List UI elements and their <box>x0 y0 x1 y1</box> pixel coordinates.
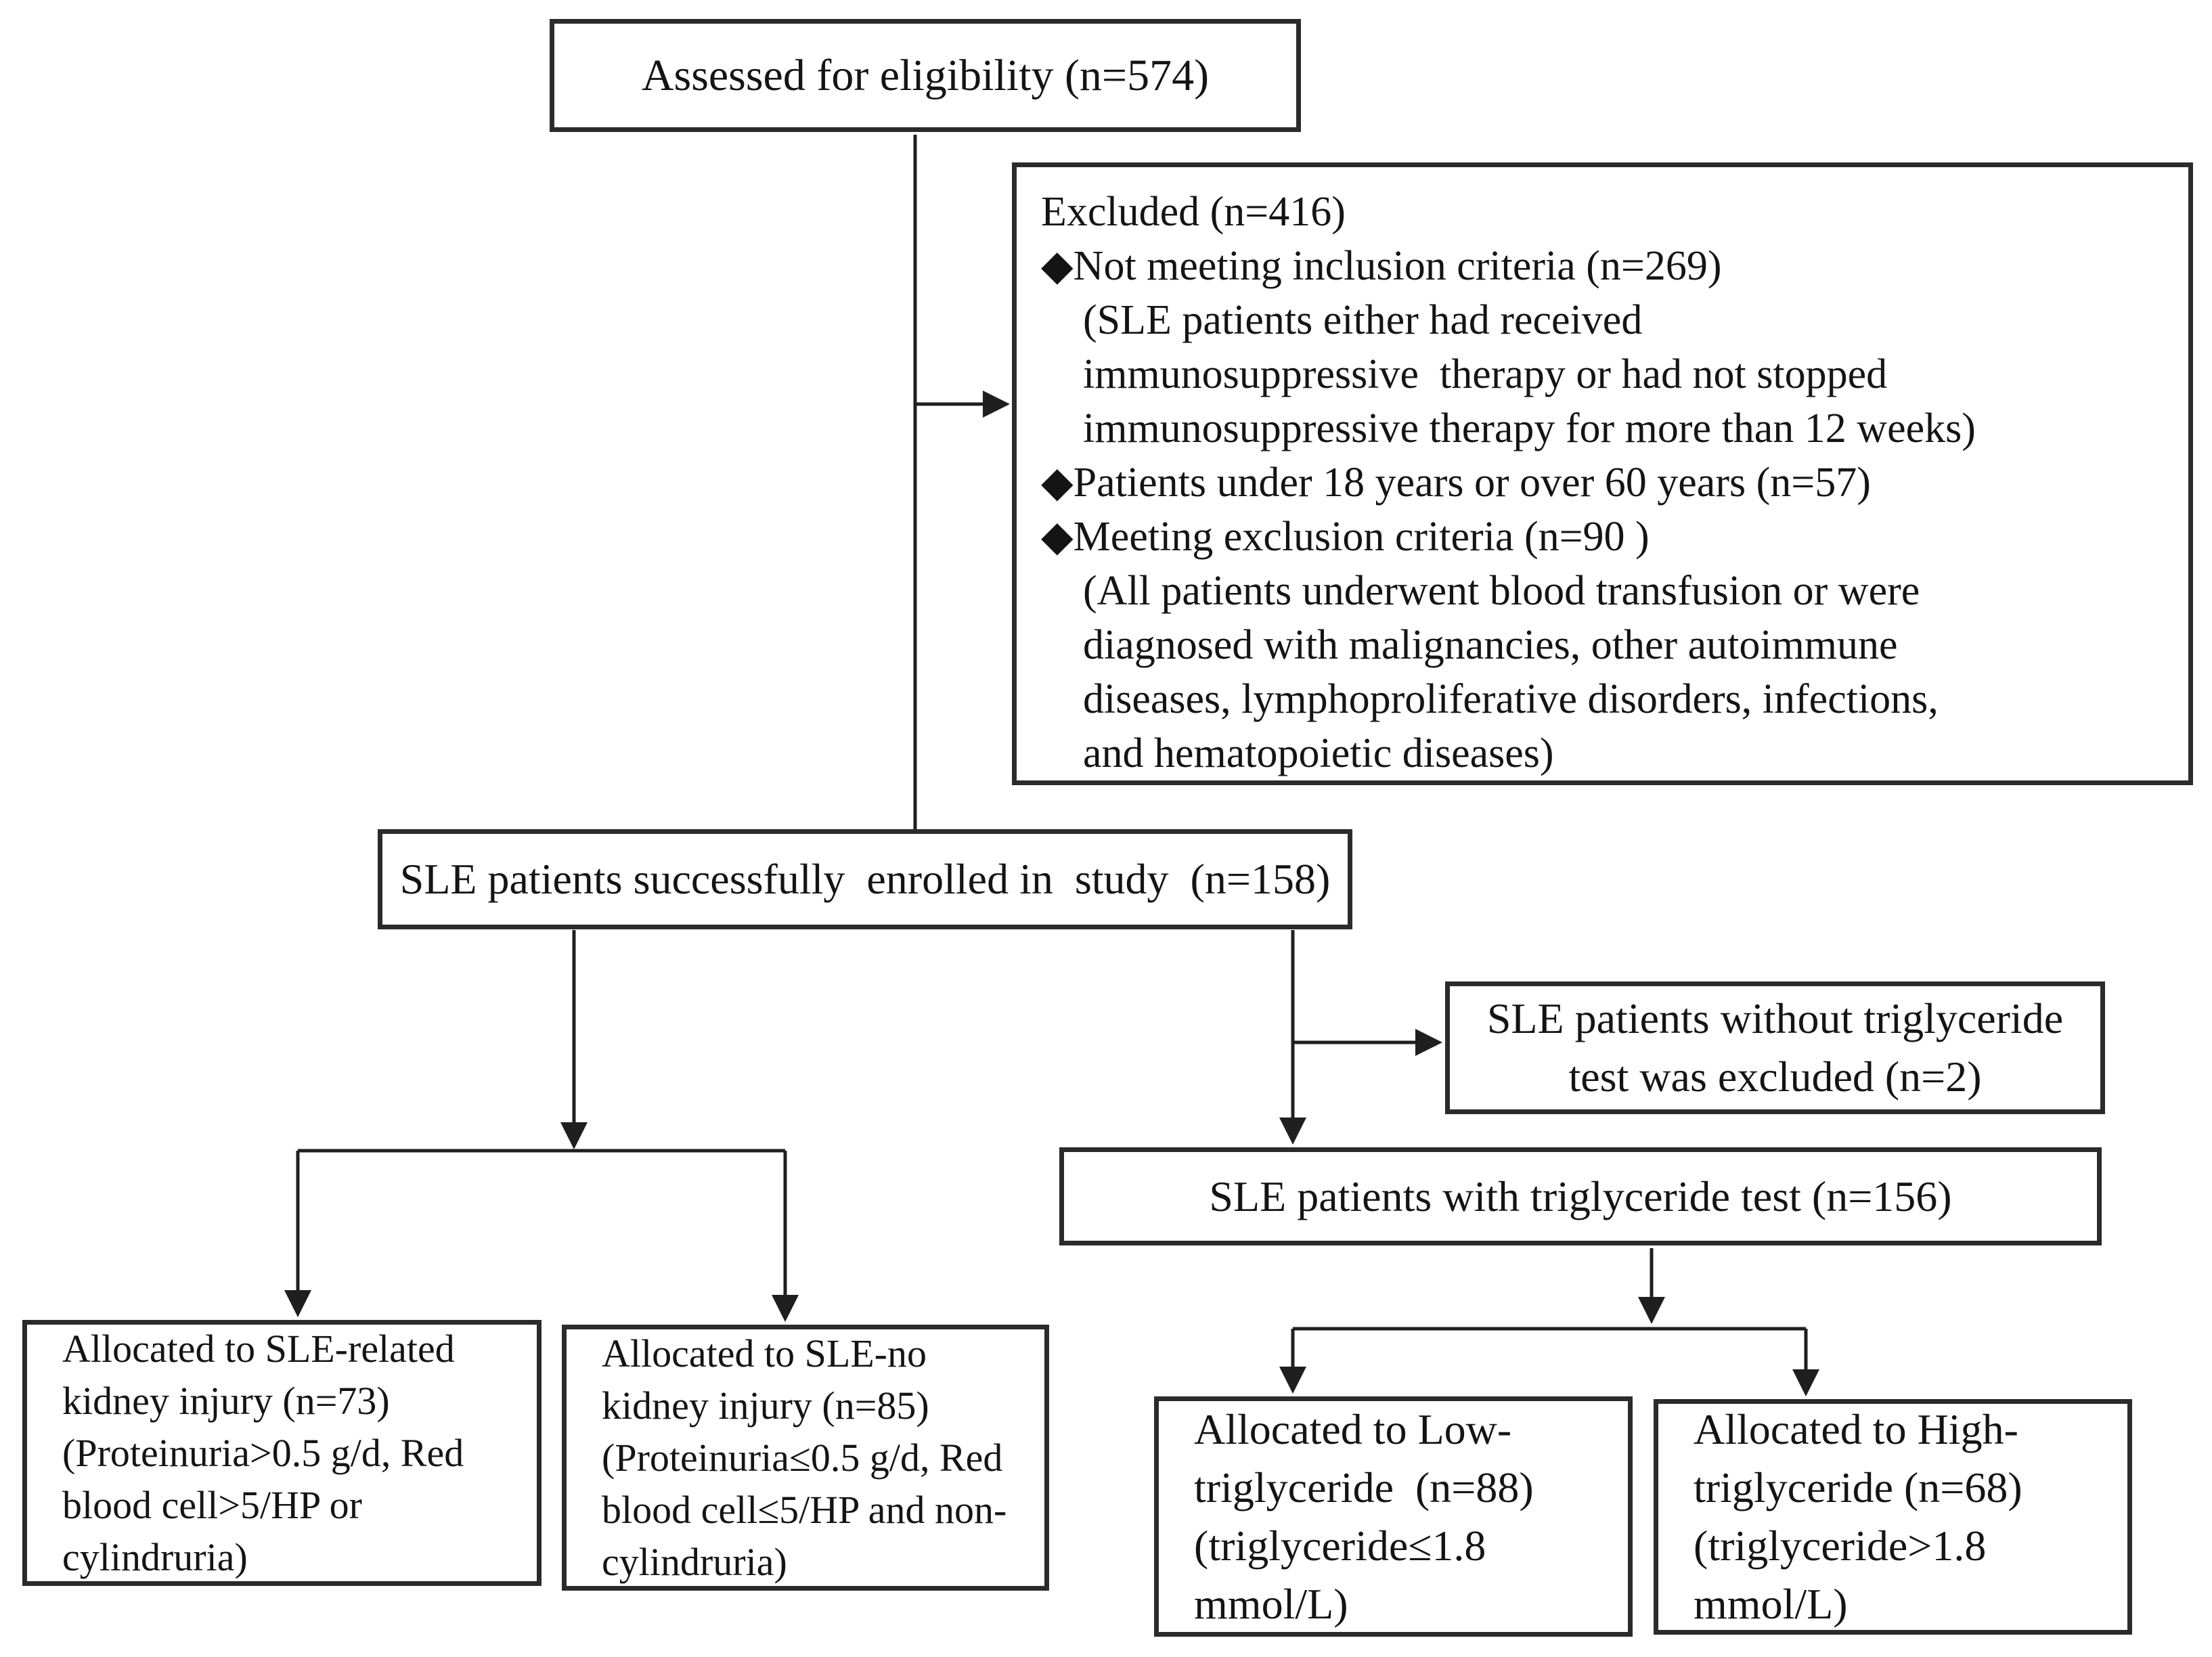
excluded-bullet-2: ◆Patients under 18 years or over 60 year… <box>1041 460 1871 506</box>
with-triglyceride-text: SLE patients with triglyceride test (n=1… <box>1209 1172 1952 1220</box>
excluded-line: (SLE patients either had received <box>1083 297 1643 343</box>
box-allocated-sle-no-kidney-injury: Allocated to SLE-no kidney injury (n=85)… <box>562 1325 1049 1591</box>
excluded-bullet-1: ◆Not meeting inclusion criteria (n=269) <box>1041 243 1722 289</box>
sle-related-kidney-injury-text: Allocated to SLE-related kidney injury (… <box>62 1327 464 1579</box>
excluded-line: (All patients underwent blood transfusio… <box>1083 568 1920 614</box>
excluded-line: diseases, lymphoproliferative disorders,… <box>1083 676 1939 722</box>
excluded-line: diagnosed with malignancies, other autoi… <box>1083 622 1898 668</box>
assessed-eligibility-text: Assessed for eligibility (n=574) <box>641 50 1210 100</box>
excluded-bullet-3: ◆Meeting exclusion criteria (n=90 ) <box>1041 514 1650 560</box>
low-triglyceride-text: Allocated to Low- triglyceride (n=88) (t… <box>1194 1405 1534 1628</box>
sle-no-kidney-injury-text: Allocated to SLE-no kidney injury (n=85)… <box>602 1331 1007 1584</box>
excluded-line: immunosuppressive therapy or had not sto… <box>1083 351 1888 397</box>
box-allocated-sle-related-kidney-injury: Allocated to SLE-related kidney injury (… <box>22 1320 541 1586</box>
excluded-line: immunosuppressive therapy for more than … <box>1083 405 1976 451</box>
high-triglyceride-text: Allocated to High- triglyceride (n=68) (… <box>1694 1405 2022 1628</box>
box-allocated-high-triglyceride: Allocated to High- triglyceride (n=68) (… <box>1654 1399 2132 1635</box>
excluded-title: Excluded (n=416) <box>1041 189 1346 235</box>
box-without-triglyceride-excluded: SLE patients without triglyceride test w… <box>1445 981 2105 1114</box>
enrolled-text: SLE patients successfully enrolled in st… <box>399 855 1331 903</box>
box-enrolled: SLE patients successfully enrolled in st… <box>378 829 1352 929</box>
box-assessed-eligibility: Assessed for eligibility (n=574) <box>550 19 1301 132</box>
box-with-triglyceride-test: SLE patients with triglyceride test (n=1… <box>1059 1147 2102 1245</box>
excluded-line: and hematopoietic diseases) <box>1083 730 1554 776</box>
box-excluded: Excluded (n=416) ◆Not meeting inclusion … <box>1012 162 2193 785</box>
box-allocated-low-triglyceride: Allocated to Low- triglyceride (n=88) (t… <box>1154 1396 1633 1637</box>
without-triglyceride-text: SLE patients without triglyceride test w… <box>1486 994 2064 1101</box>
